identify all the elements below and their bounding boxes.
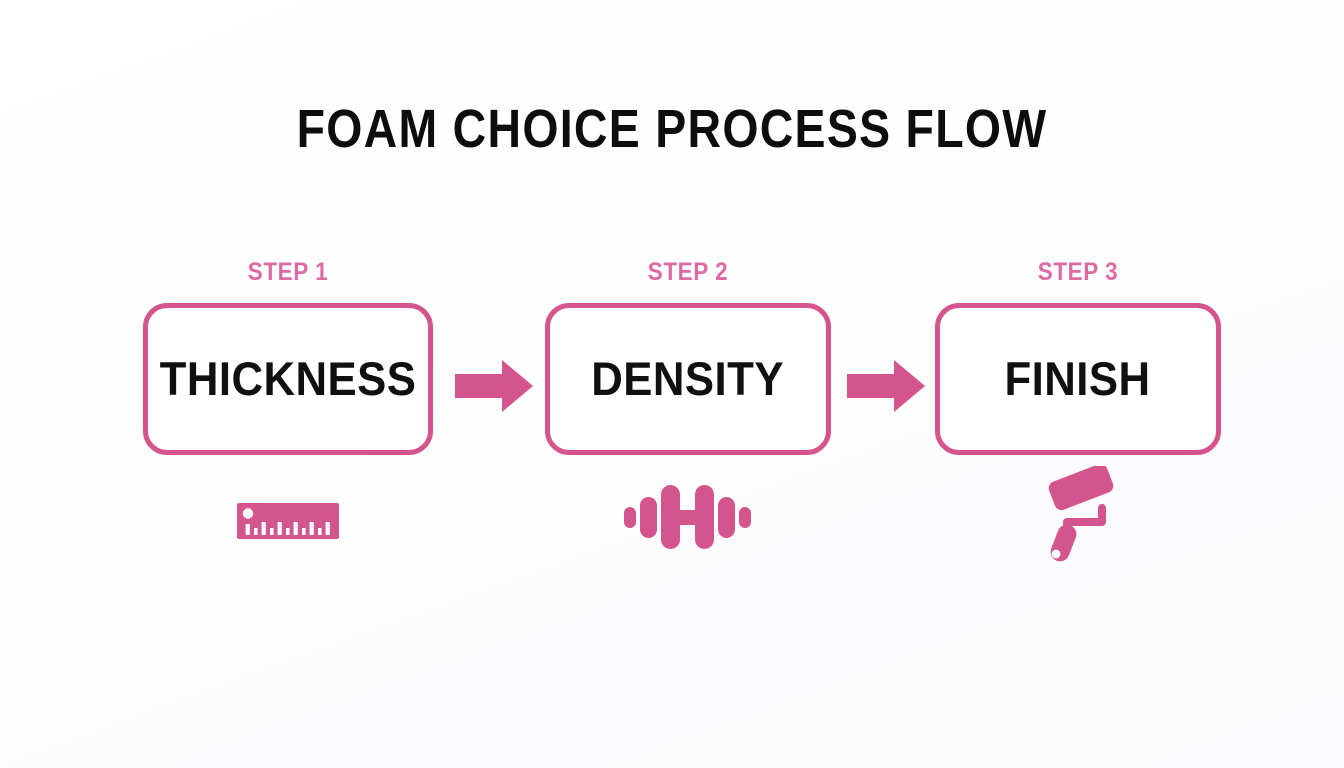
flow-connector-2 — [847, 358, 925, 414]
page-title: FOAM CHOICE PROCESS FLOW — [296, 99, 1048, 159]
step-3-box-label: FINISH — [1004, 352, 1152, 405]
step-2-box-label: DENSITY — [591, 352, 785, 405]
process-flow: STEP 1 THICKNESS STEP 2 DENSITY ST — [0, 258, 1344, 468]
step-2-label: STEP 2 — [647, 258, 729, 286]
step-1-box-label: THICKNESS — [159, 352, 417, 405]
dumbbell-icon — [624, 485, 751, 549]
step-3-icon-wrap — [1040, 463, 1124, 562]
ruler-icon — [237, 503, 339, 539]
paint-roller-icon — [1048, 463, 1114, 562]
step-1-box[interactable]: THICKNESS — [143, 303, 433, 455]
arrow-right-icon — [847, 360, 925, 412]
step-2-icon-wrap — [624, 484, 751, 550]
step-3-label: STEP 3 — [1037, 258, 1119, 286]
step-1-label: STEP 1 — [247, 258, 329, 286]
arrow-right-icon — [455, 360, 533, 412]
step-3-box[interactable]: FINISH — [935, 303, 1221, 455]
step-2-box[interactable]: DENSITY — [545, 303, 831, 455]
flow-connector-1 — [455, 358, 533, 414]
step-1-icon-wrap — [237, 503, 339, 539]
